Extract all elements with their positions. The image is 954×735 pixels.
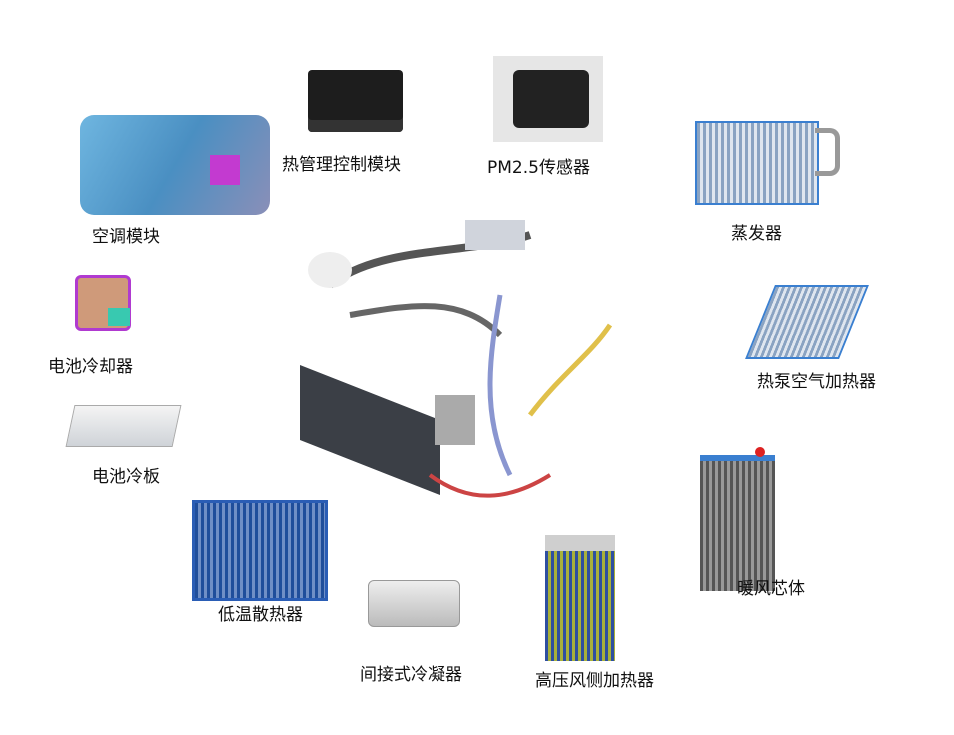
label-heat-pump-air-heater: 热泵空气加热器 <box>757 372 876 392</box>
label-heater-core: 暖风芯体 <box>737 579 805 599</box>
label-thermal-control-module: 热管理控制模块 <box>282 155 401 175</box>
evaporator-pipe <box>815 128 840 176</box>
label-pm25-sensor: PM2.5传感器 <box>487 158 590 178</box>
indirect-condenser-image <box>368 580 460 627</box>
evaporator-image <box>695 121 819 205</box>
pm25-sensor-image <box>493 56 603 142</box>
thermal-control-module-image <box>308 70 403 132</box>
label-ac-module: 空调模块 <box>92 227 160 247</box>
hv-air-heater-image <box>545 535 615 661</box>
low-temp-radiator-image <box>192 500 328 601</box>
central-thermal-system-image <box>290 215 630 515</box>
ac-module-image <box>80 115 270 215</box>
heat-pump-air-heater-image <box>745 285 869 359</box>
label-indirect-condenser: 间接式冷凝器 <box>360 665 462 685</box>
label-battery-chiller: 电池冷却器 <box>48 357 133 377</box>
label-evaporator: 蒸发器 <box>731 224 782 244</box>
heater-core-image <box>700 447 775 591</box>
label-battery-cold-plate: 电池冷板 <box>92 467 160 487</box>
battery-cold-plate-image <box>65 405 182 447</box>
label-hv-air-heater: 高压风侧加热器 <box>535 671 654 691</box>
label-low-temp-radiator: 低温散热器 <box>218 605 303 625</box>
battery-chiller-image <box>75 275 131 331</box>
